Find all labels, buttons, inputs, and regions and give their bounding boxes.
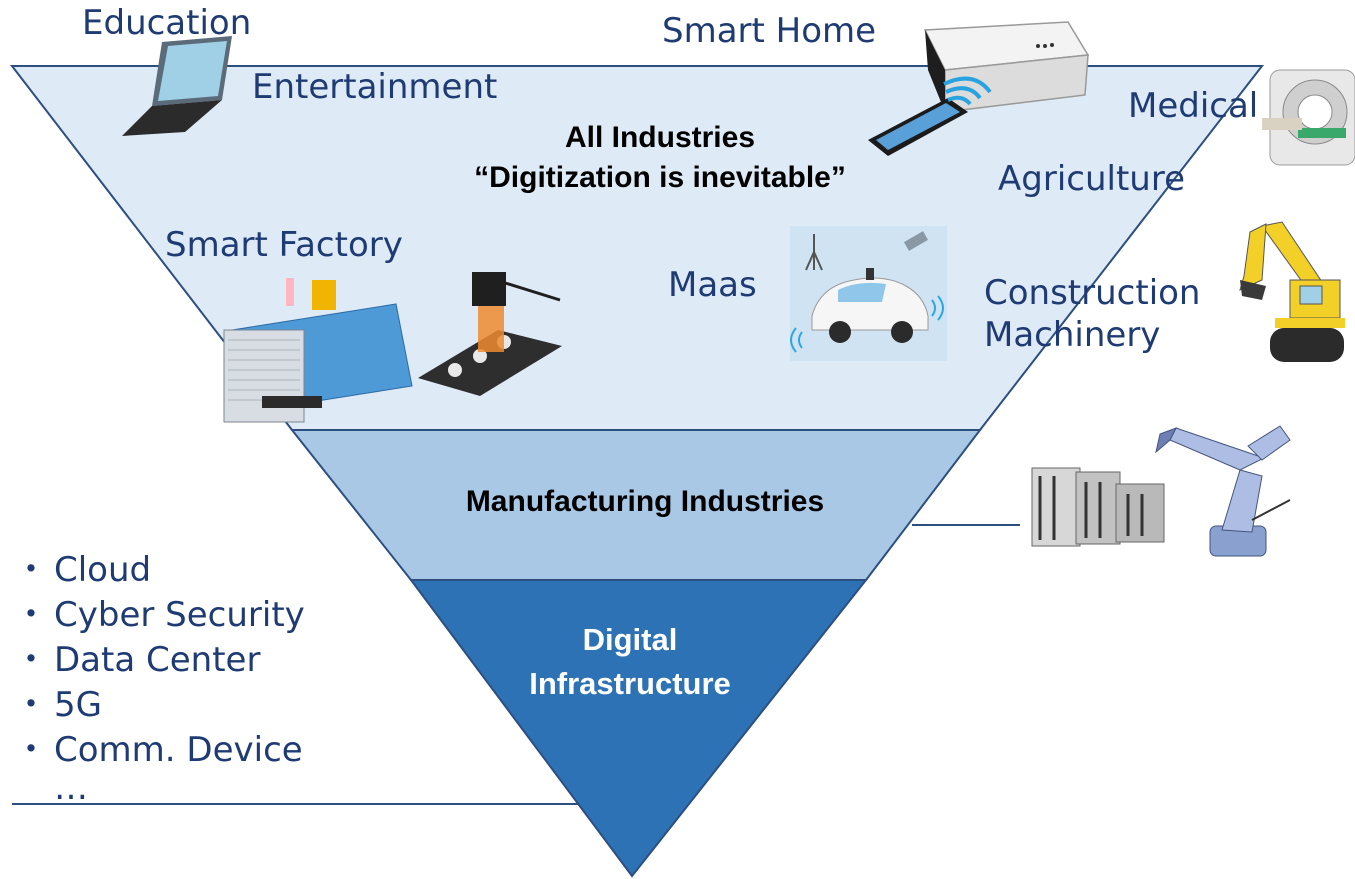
excavator-icon xyxy=(1239,221,1345,362)
list-item: ・5G xyxy=(14,683,305,728)
list-item: ・Cyber Security xyxy=(14,593,305,638)
smart-factory-label: Smart Factory xyxy=(165,225,403,265)
ct-scanner-icon xyxy=(1262,69,1355,166)
optical-sensor-icon xyxy=(418,272,562,396)
list-item-label: Data Center xyxy=(54,640,261,680)
smartphone-icon xyxy=(868,98,968,156)
all-industries-title-line1: All Industries xyxy=(564,121,756,154)
infrastructure-list: ・Cloud ・Cyber Security ・Data Center ・5G … xyxy=(14,548,305,805)
robot-arm-icon xyxy=(1155,425,1291,557)
digital-infrastructure-layer xyxy=(409,579,869,878)
bullet-icon: ・ xyxy=(14,550,48,590)
smart-speaker-icon xyxy=(923,21,1090,113)
agriculture-label: Agriculture xyxy=(998,159,1185,199)
list-item: ・Cloud xyxy=(14,548,305,593)
list-item-label: Cloud xyxy=(54,550,152,590)
list-item: ・Data Center xyxy=(14,638,305,683)
medical-label: Medical xyxy=(1128,86,1259,126)
bullet-icon: ・ xyxy=(14,730,48,770)
all-industries-title-line2: “Digitization is inevitable” xyxy=(474,161,846,194)
education-label: Education xyxy=(82,3,252,43)
digital-infrastructure-title: Digital Infrastructure xyxy=(470,618,790,706)
list-item-label: 5G xyxy=(54,685,102,725)
construction-machinery-label: Construction Machinery xyxy=(984,272,1200,356)
maas-label: Maas xyxy=(668,265,757,305)
autonomous-car-icon xyxy=(790,226,947,361)
bullet-icon: ・ xyxy=(14,640,48,680)
list-more: … xyxy=(14,771,305,805)
circuit-board-icon xyxy=(223,278,413,423)
construction-label-line1: Construction xyxy=(984,273,1201,313)
list-item: ・Comm. Device xyxy=(14,728,305,773)
smart-home-label: Smart Home xyxy=(662,11,877,51)
bullet-icon: ・ xyxy=(14,595,48,635)
entertainment-label: Entertainment xyxy=(252,67,498,107)
digital-infrastructure-title-line2: Infrastructure xyxy=(529,666,731,701)
list-item-label: Cyber Security xyxy=(54,595,305,635)
list-item-label: Comm. Device xyxy=(54,730,303,770)
bullet-icon: ・ xyxy=(14,685,48,725)
all-industries-title: All Industries “Digitization is inevitab… xyxy=(380,118,940,198)
digital-infrastructure-title-line1: Digital xyxy=(582,622,678,657)
construction-label-line2: Machinery xyxy=(984,315,1161,355)
manufacturing-title: Manufacturing Industries xyxy=(465,485,825,518)
wifi-icon xyxy=(943,76,992,106)
laptop-icon xyxy=(122,36,232,136)
list-more-ellipsis: … xyxy=(54,768,88,808)
plc-controller-icon xyxy=(1031,467,1165,547)
